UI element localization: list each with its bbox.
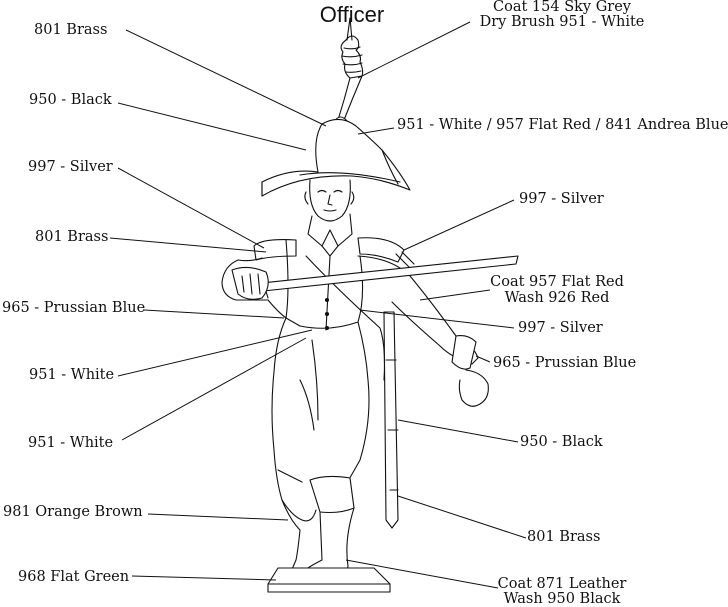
label-951-white-1: 951 - White	[29, 367, 115, 383]
label-801-brass-hat: 801 Brass	[34, 22, 108, 38]
label-801-brass-left: 801 Brass	[35, 229, 109, 245]
label-981-orange-brown: 981 Orange Brown	[3, 504, 143, 520]
boots	[281, 475, 355, 579]
label-968-flat-green: 968 Flat Green	[18, 569, 130, 585]
label-801-brass-right: 801 Brass	[527, 529, 601, 545]
leader-lines	[109, 21, 527, 589]
diagram-title: Officer	[319, 2, 385, 27]
plume	[337, 17, 364, 121]
label-plume-drybrush: Dry Brush 951 - White	[479, 14, 645, 30]
label-965-prussian-blue-right: 965 - Prussian Blue	[493, 355, 637, 371]
label-950-black-right: 950 - Black	[520, 434, 603, 450]
label-997-silver-left: 997 - Silver	[28, 159, 113, 175]
head	[304, 179, 355, 222]
base	[267, 567, 391, 593]
bicorne-hat	[261, 118, 411, 197]
label-coat-957-flat-red: Coat 957 Flat Red	[490, 274, 624, 290]
label-965-prussian-blue-left: 965 - Prussian Blue	[2, 300, 146, 316]
label-plume-coat: Coat 154 Sky Grey	[493, 0, 631, 15]
torso	[221, 239, 479, 381]
label-wash-926-red: Wash 926 Red	[504, 290, 610, 306]
label-wash-950-black: Wash 950 Black	[503, 591, 621, 607]
label-cockade-colors: 951 - White / 957 Flat Red / 841 Andrea …	[397, 117, 728, 133]
label-950-black-hat: 950 - Black	[29, 92, 112, 108]
label-coat-871-leather: Coat 871 Leather	[497, 576, 627, 592]
label-997-silver-right-2: 997 - Silver	[518, 320, 603, 336]
trousers	[271, 317, 370, 522]
scabbard	[383, 311, 399, 529]
label-951-white-2: 951 - White	[28, 435, 114, 451]
label-997-silver-right: 997 - Silver	[519, 191, 604, 207]
